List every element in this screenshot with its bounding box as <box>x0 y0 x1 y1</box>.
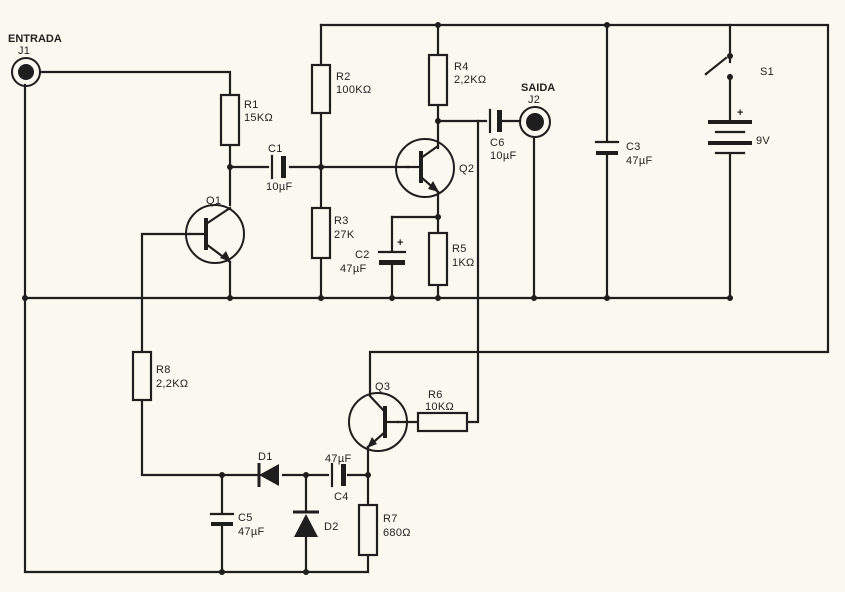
input-jack-title: ENTRADA <box>8 33 62 45</box>
c1-value: 10µF <box>266 181 293 193</box>
transistor-q1 <box>185 204 245 264</box>
capacitor-c1 <box>270 154 286 180</box>
r5-ref: R5 <box>452 243 467 255</box>
battery-9v <box>708 120 752 155</box>
junction-dots <box>22 22 733 575</box>
capacitor-c6 <box>488 108 502 134</box>
diode-d1 <box>257 463 279 487</box>
q2-ref: Q2 <box>459 163 474 175</box>
d1-ref: D1 <box>258 451 273 463</box>
q1-ref: Q1 <box>206 195 221 207</box>
battery-plus: + <box>737 107 743 119</box>
r6-value: 10KΩ <box>425 401 454 413</box>
capacitor-c2 <box>377 250 407 265</box>
c5-ref: C5 <box>238 512 253 524</box>
c2-value: 47µF <box>340 263 367 275</box>
output-jack-title: SAIDA <box>521 82 555 94</box>
r7-ref: R7 <box>383 513 398 525</box>
c5-value: 47µF <box>238 526 265 538</box>
r1-ref: R1 <box>244 99 259 111</box>
battery-value: 9V <box>756 135 770 147</box>
resistor-r8 <box>131 350 153 402</box>
c2-plus: + <box>397 237 403 249</box>
switch-s1 <box>704 54 733 80</box>
capacitor-c5 <box>209 512 235 526</box>
q3-ref: Q3 <box>375 381 390 393</box>
r1-value: 15KΩ <box>244 112 273 124</box>
c3-value: 47µF <box>626 155 653 167</box>
r8-ref: R8 <box>156 364 171 376</box>
c1-ref: C1 <box>268 143 283 155</box>
r4-value: 2,2KΩ <box>454 74 486 86</box>
resistor-r3 <box>310 206 332 260</box>
c6-value: 10µF <box>490 150 517 162</box>
input-jack-ref: J1 <box>18 45 30 57</box>
resistor-r6 <box>416 411 469 433</box>
c3-ref: C3 <box>626 141 641 153</box>
resistor-r4 <box>427 53 449 107</box>
r2-value: 100KΩ <box>336 84 371 96</box>
c2-ref: C2 <box>355 249 370 261</box>
transistor-q2 <box>395 138 455 198</box>
r2-ref: R2 <box>336 71 351 83</box>
output-jack-ref: J2 <box>528 94 540 106</box>
c4-ref: C4 <box>334 491 349 503</box>
resistor-r2 <box>310 63 332 115</box>
r3-value: 27K <box>334 229 355 241</box>
d2-ref: D2 <box>324 521 339 533</box>
r7-value: 680Ω <box>383 527 411 539</box>
s1-ref: S1 <box>760 66 774 78</box>
resistor-r7 <box>357 503 379 557</box>
diode-d2 <box>293 510 319 537</box>
resistor-r1 <box>219 93 241 147</box>
r6-ref: R6 <box>428 389 443 401</box>
transistor-q3 <box>348 392 408 452</box>
input-jack-j1 <box>11 57 41 87</box>
c6-ref: C6 <box>490 137 505 149</box>
r8-value: 2,2KΩ <box>156 378 188 390</box>
c4-value: 47µF <box>325 453 352 465</box>
capacitor-c4 <box>330 462 346 488</box>
wires <box>23 23 830 574</box>
output-jack-j2 <box>519 106 551 138</box>
r5-value: 1KΩ <box>452 257 475 269</box>
r4-ref: R4 <box>454 61 469 73</box>
capacitor-c3 <box>594 140 620 155</box>
r3-ref: R3 <box>334 215 349 227</box>
resistor-r5 <box>427 231 449 287</box>
